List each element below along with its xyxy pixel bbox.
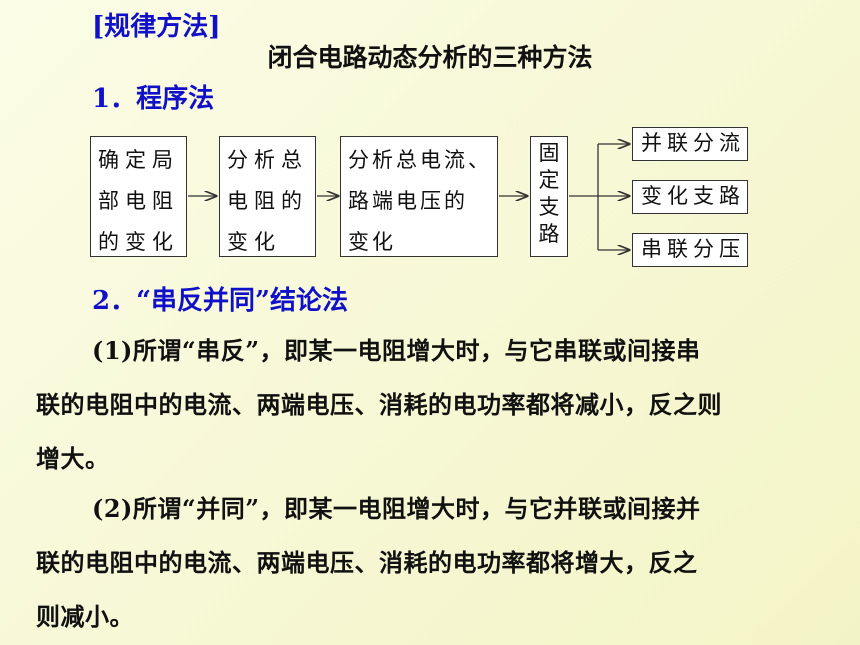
paragraph-line: 增大。 (36, 444, 110, 473)
flow-box-line: 分析总 (227, 148, 308, 172)
flow-box-line: 分析总电流、 (348, 148, 492, 172)
section-tag: [规律方法] (92, 12, 221, 42)
flow-box-line: 路端电压的 (348, 189, 468, 213)
flow-box-total-current: 分析总电流、 路端电压的 变化 (340, 136, 498, 257)
flow-box-line: 电阻的 (227, 189, 308, 213)
flow-box-line: 的变化 (98, 230, 179, 254)
flow-box-line: 定 (538, 168, 560, 192)
flow-box-line: 支 (538, 195, 560, 219)
flow-box-line: 变化 (348, 230, 396, 254)
paragraph-parallel-same: (2)所谓“并同”，即某一电阻增大时，与它并联或间接并 联的电阻中的电流、两端电… (36, 482, 836, 644)
paragraph-series-opposite: (1)所谓“串反”，即某一电阻增大时，与它串联或间接串 联的电阻中的电流、两端电… (36, 324, 836, 486)
flow-box-line: 部电阻 (98, 189, 179, 213)
flow-box-line: 变化 (227, 230, 281, 254)
flow-box-line: 路 (538, 222, 560, 246)
flow-box-total-resistance: 分析总 电阻的 变化 (219, 136, 316, 257)
paragraph-line: 联的电阻中的电流、两端电压、消耗的电功率都将增大，反之 (36, 548, 698, 577)
flow-result-series: 串联分压 (632, 233, 748, 267)
flow-box-line: 固 (538, 141, 560, 165)
paragraph-line: 联的电阻中的电流、两端电压、消耗的电功率都将减小，反之则 (36, 390, 722, 419)
flow-box-fixed-branch: 固 定 支 路 (530, 136, 568, 257)
heading-procedure-method: 1．程序法 (92, 84, 215, 114)
flow-result-parallel: 并联分流 (632, 127, 748, 161)
heading-conclusion-method: 2．“串反并同”结论法 (92, 286, 349, 316)
flow-box-line: 确定局 (98, 148, 179, 172)
paragraph-line: (2)所谓“并同”，即某一电阻增大时，与它并联或间接并 (92, 494, 701, 523)
flow-box-local-resistance: 确定局 部电阻 的变化 (90, 136, 187, 257)
main-title: 闭合电路动态分析的三种方法 (267, 43, 593, 72)
paragraph-line: (1)所谓“串反”，即某一电阻增大时，与它串联或间接串 (92, 336, 701, 365)
paragraph-line: 则减小。 (36, 602, 134, 631)
flow-result-changing-branch: 变化支路 (632, 180, 748, 214)
